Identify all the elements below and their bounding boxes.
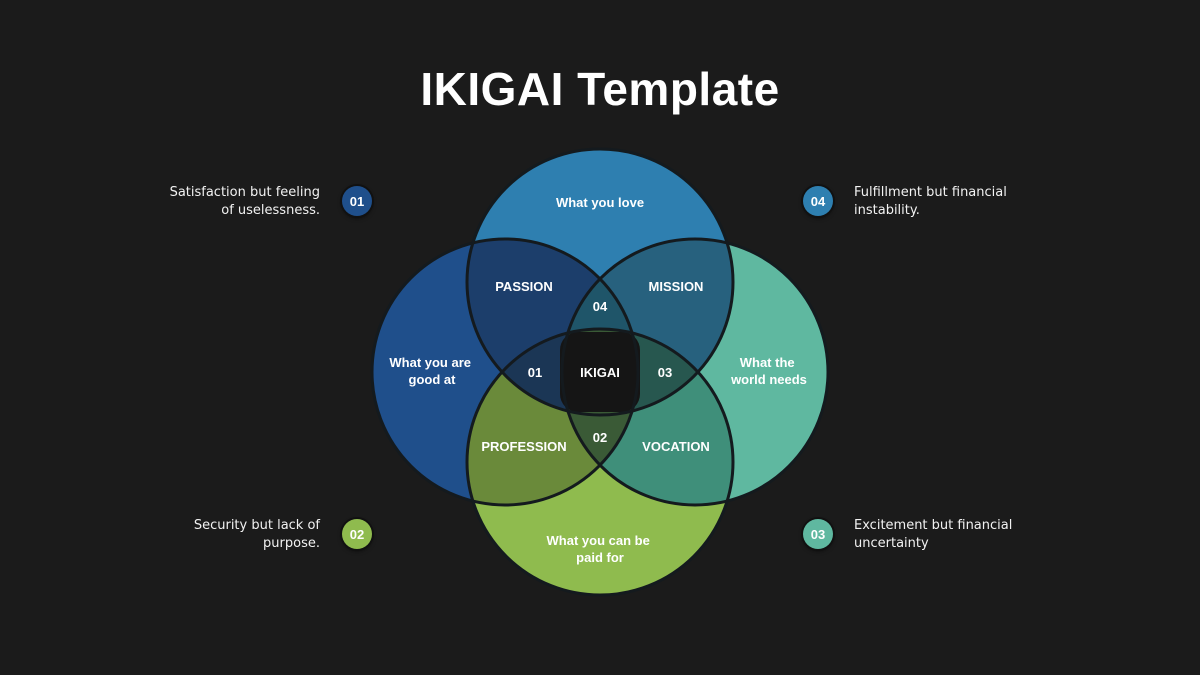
note-02-line2: purpose. [263, 536, 320, 551]
note-03: Excitement but financial uncertainty [854, 517, 1034, 553]
center-ikigai [560, 332, 640, 412]
note-02-line1: Security but lack of [193, 518, 320, 533]
note-01-line1: Satisfaction but feeling [169, 185, 320, 200]
badge-02: 02 [342, 519, 372, 549]
badge-04: 04 [803, 186, 833, 216]
label-good-at: What you are good at [389, 355, 474, 387]
note-01: Satisfaction but feeling of uselessness. [140, 184, 320, 220]
note-04-line1: Fulfillment but financial [854, 185, 1007, 200]
note-04-line2: instability. [854, 203, 920, 218]
label-n03: 03 [658, 365, 672, 380]
note-03-line1: Excitement but financial [854, 518, 1013, 533]
label-n02: 02 [593, 430, 607, 445]
label-paid-for: What you can be paid for [547, 533, 654, 565]
badge-01: 01 [342, 186, 372, 216]
label-vocation: VOCATION [642, 439, 710, 454]
note-03-line2: uncertainty [854, 536, 929, 551]
badge-03: 03 [803, 519, 833, 549]
label-ikigai: IKIGAI [580, 365, 620, 380]
note-04: Fulfillment but financial instability. [854, 184, 1034, 220]
note-02: Security but lack of purpose. [140, 517, 320, 553]
note-01-line2: of uselessness. [221, 203, 320, 218]
label-passion: PASSION [495, 279, 553, 294]
label-n04: 04 [593, 299, 608, 314]
page-title: IKIGAI Template [420, 63, 780, 115]
label-love: What you love [556, 195, 644, 210]
label-profession: PROFESSION [481, 439, 566, 454]
label-n01: 01 [528, 365, 542, 380]
label-mission: MISSION [649, 279, 704, 294]
label-world-needs: What the world needs [730, 355, 807, 387]
